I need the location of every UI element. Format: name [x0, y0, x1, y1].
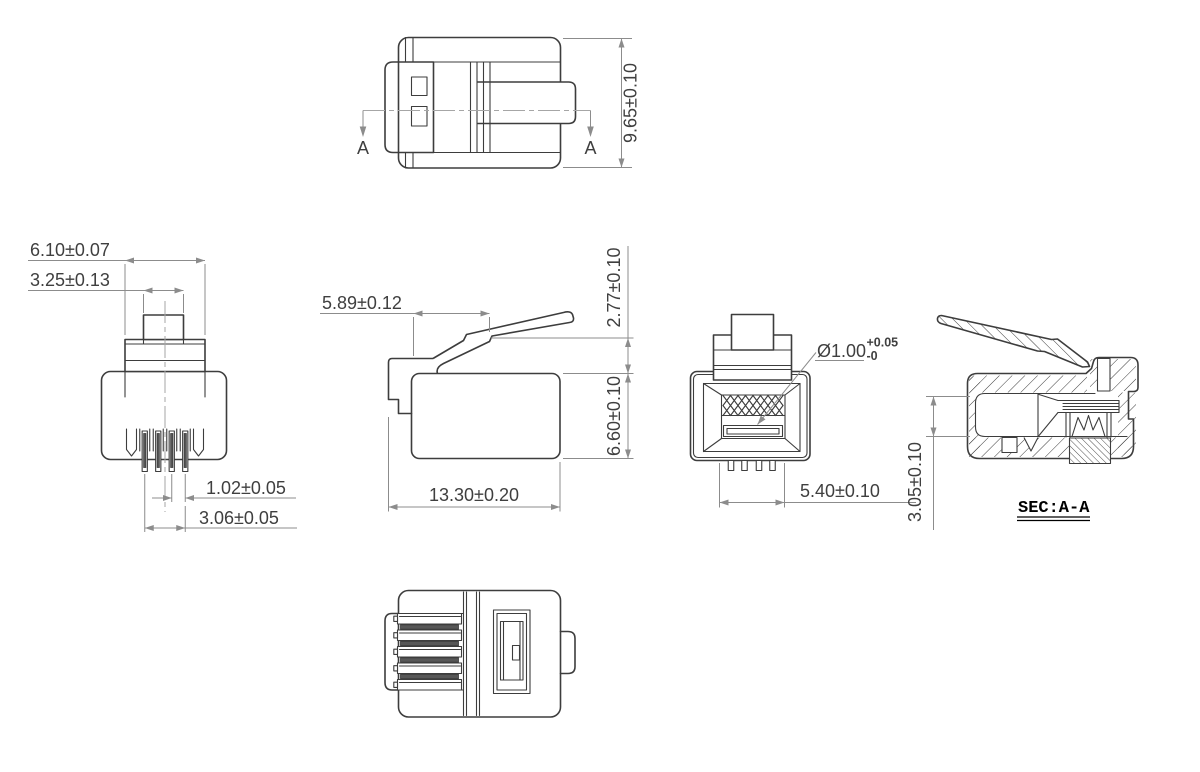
dim-rear-wire-tol-minus: -0: [867, 349, 878, 363]
front-view-body-outline: [100, 370, 228, 461]
side-view-body-outline: [410, 372, 561, 460]
section-latch-slot: [1096, 357, 1111, 392]
bottom-view-contact-comb: [393, 612, 463, 691]
bottom-view-rear-nub: [559, 630, 576, 675]
dim-rear-opening-width: 5.40±0.10: [800, 481, 880, 501]
section-contact-block: [1069, 438, 1111, 464]
rear-view-latch-tab: [730, 313, 775, 351]
rear-view: Ø1.00 +0.05 -0 5.40±0.10: [689, 313, 916, 508]
rear-view-opening: [702, 382, 801, 453]
front-view-contacts: [139, 428, 191, 473]
section-arrow-icon: [587, 126, 594, 137]
front-view-latch-tab: [142, 314, 185, 341]
bottom-view-divider: [462, 591, 481, 717]
dim-side-body-length: 13.30±0.20: [429, 485, 519, 505]
dim-top-height: 9.65±0.10: [621, 63, 641, 143]
front-view: 6.10±0.07 3.25±0.13 1.02±0.05 3.06±0.05: [28, 240, 297, 532]
dim-rear-wire-tol-plus: +0.05: [867, 336, 899, 350]
dim-side-body-height: 6.60±0.10: [604, 376, 624, 456]
section-label-left: A: [357, 138, 369, 158]
rear-view-cable-bar: [722, 424, 784, 438]
dim-section-contact-depth: 3.05±0.10: [905, 442, 925, 522]
top-view-latch-window: [410, 105, 428, 127]
top-view-latch-window: [410, 76, 428, 97]
rear-view-wire-lattice: [720, 394, 786, 417]
dim-rear-wire-diameter: Ø1.00: [817, 341, 866, 361]
dim-front-contact-pitch: 1.02±0.05: [206, 478, 286, 498]
top-view-front-cap: [384, 61, 435, 154]
section-latch-lever: [936, 314, 1091, 368]
side-view-latch-lever: [432, 311, 575, 374]
bottom-view-strain-relief: [492, 609, 531, 695]
rear-view-pins: [727, 459, 776, 472]
side-view: 5.89±0.12 2.77±0.10 6.60±0.10 13.30±0.20: [320, 246, 634, 512]
bottom-view: [384, 589, 576, 718]
top-view-latch: [477, 81, 577, 125]
section-view-label: SEC:A-A: [1018, 499, 1090, 518]
section-arrow-icon: [359, 126, 367, 137]
dim-front-body-width: 6.10±0.07: [30, 240, 110, 260]
section-label-right: A: [584, 138, 596, 158]
bottom-view-front-cap: [384, 612, 400, 691]
dim-front-contact-span: 3.06±0.05: [199, 508, 279, 528]
side-view-front-step: [387, 357, 434, 415]
dim-side-latch-rise: 2.77±0.10: [604, 248, 624, 328]
section-contact-prongs: [1071, 414, 1106, 438]
dim-front-latch-width: 3.25±0.13: [30, 270, 110, 290]
dim-side-latch-reach: 5.89±0.12: [322, 293, 402, 313]
section-view: 3.05±0.10 SEC:A-A: [905, 314, 1139, 530]
top-view: A A 9.65±0.10: [357, 36, 641, 169]
